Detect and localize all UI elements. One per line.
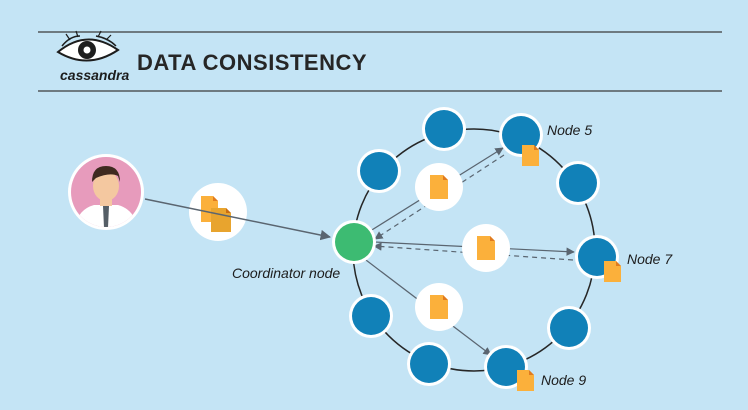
document-icon — [415, 163, 463, 211]
ring-node — [407, 342, 451, 386]
coordinator-node-label: Coordinator node — [232, 265, 340, 281]
node-9 — [484, 345, 534, 391]
logo-text: cassandra — [60, 67, 129, 83]
ring-node — [547, 306, 591, 350]
replica-document-icon — [604, 261, 621, 282]
request-documents-icon — [189, 183, 247, 241]
node-5-label: Node 5 — [547, 122, 592, 138]
ring-node — [357, 149, 401, 193]
cassandra-logo: cassandra — [56, 30, 129, 83]
replica-document-icon — [517, 370, 534, 391]
coordinator-node — [332, 220, 376, 264]
ring-node — [556, 161, 600, 205]
replica-document-icon — [522, 145, 539, 166]
cassandra-eye-icon — [56, 30, 120, 62]
user-avatar-icon — [68, 154, 144, 230]
ring-node — [349, 294, 393, 338]
page-title: DATA CONSISTENCY — [137, 50, 367, 75]
ring-node — [422, 107, 466, 151]
node-5 — [499, 113, 543, 166]
document-icon — [462, 224, 510, 272]
node-7 — [575, 235, 621, 282]
document-icon — [415, 283, 463, 331]
node-9-label: Node 9 — [541, 372, 586, 388]
node-7-label: Node 7 — [627, 251, 673, 267]
request-arrow — [144, 198, 332, 241]
